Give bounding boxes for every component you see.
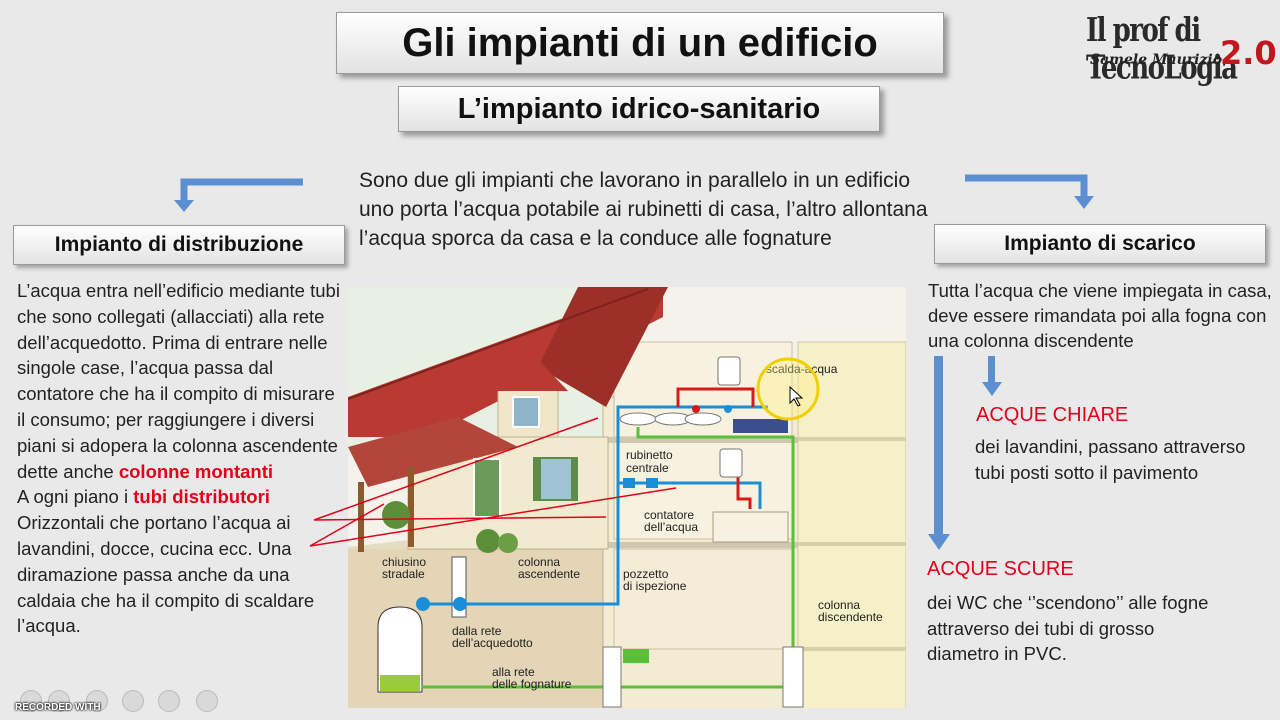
page-title: Gli impianti di un edificio [402,20,878,65]
recorded-with-label: RECORDED WITH [15,702,101,713]
label-colonna-disc-2: discendente [818,610,883,624]
logo-version-text: 2.0 [1220,34,1277,72]
vertical-down-arrow-icon [928,356,950,550]
label-chiusino-2: stradale [382,567,425,581]
drainage-description: Tutta l’acqua che viene impiegata in cas… [928,280,1272,351]
drainage-label: Impianto di scarico [934,224,1266,264]
label-chiusino-1: chiusino [382,555,426,569]
toolbar-back-button[interactable] [20,690,42,712]
label-colonna-asc-2: ascendente [518,567,580,581]
right-bent-arrow-icon [965,174,1094,209]
toolbar-slides-button[interactable] [122,690,144,712]
label-scalda-acqua: scalda-acqua [766,362,838,376]
toolbar-forward-button[interactable] [48,690,70,712]
left-bent-arrow-icon [174,178,303,212]
label-rete-fogn-1: alla rete [492,665,535,679]
house-plumbing-illustration: scalda-acqua rubinetto centrale contator… [348,287,906,708]
tubi-distributori-highlight: tubi distributori [133,486,270,508]
acque-scure-title: ACQUE SCURE [927,558,1074,580]
colonne-montanti-highlight: colonne montanti [118,460,274,482]
distribution-label: Impianto di distribuzione [13,225,345,265]
channel-logo: Il prof di TecnoLogia Samele Maurizio 2.… [1082,10,1277,87]
acque-scure-text: dei WC che ‘’scendono’’ alle fogne attra… [927,592,1209,664]
label-rete-fogn-2: delle fognature [492,677,572,691]
distribution-description: L’acqua entra nell’edificio mediante tub… [17,278,347,639]
distribution-text-1: L’acqua entra nell’edificio mediante tub… [17,280,340,482]
label-rubinetto-1: rubinetto [626,448,673,462]
distribution-text-2: A ogni piano i [17,486,134,508]
label-pozzetto-1: pozzetto [623,567,669,581]
acque-chiare-text: dei lavandini, passano attraverso tubi p… [975,436,1246,483]
label-pozzetto-2: di ispezione [623,579,687,593]
toolbar-zoom-button[interactable] [158,690,180,712]
toolbar-more-button[interactable] [196,690,218,712]
small-down-arrow-icon [982,356,1002,396]
label-colonna-asc-1: colonna [518,555,560,569]
acque-chiare-title: ACQUE CHIARE [976,404,1129,426]
logo-main-text: Il prof di TecnoLogia [1086,12,1238,87]
subtitle-banner: L’impianto idrico-sanitario [398,86,880,132]
label-rete-acq-1: dalla rete [452,624,502,638]
title-banner: Gli impianti di un edificio [336,12,944,74]
recorder-toolbar [0,688,230,720]
intro-text: Sono due gli impianti che lavorano in pa… [359,169,928,250]
logo-author-text: Samele Maurizio [1090,52,1223,68]
page-subtitle: L’impianto idrico-sanitario [457,92,821,125]
distribution-text-3: Orizzontali che portano l’acqua ai lavan… [17,512,315,637]
label-colonna-disc-1: colonna [818,598,860,612]
label-rubinetto-2: centrale [626,461,669,475]
toolbar-pen-button[interactable] [86,690,108,712]
label-contatore-2: dell’acqua [644,520,698,534]
label-rete-acq-2: dell’acquedotto [452,636,533,650]
